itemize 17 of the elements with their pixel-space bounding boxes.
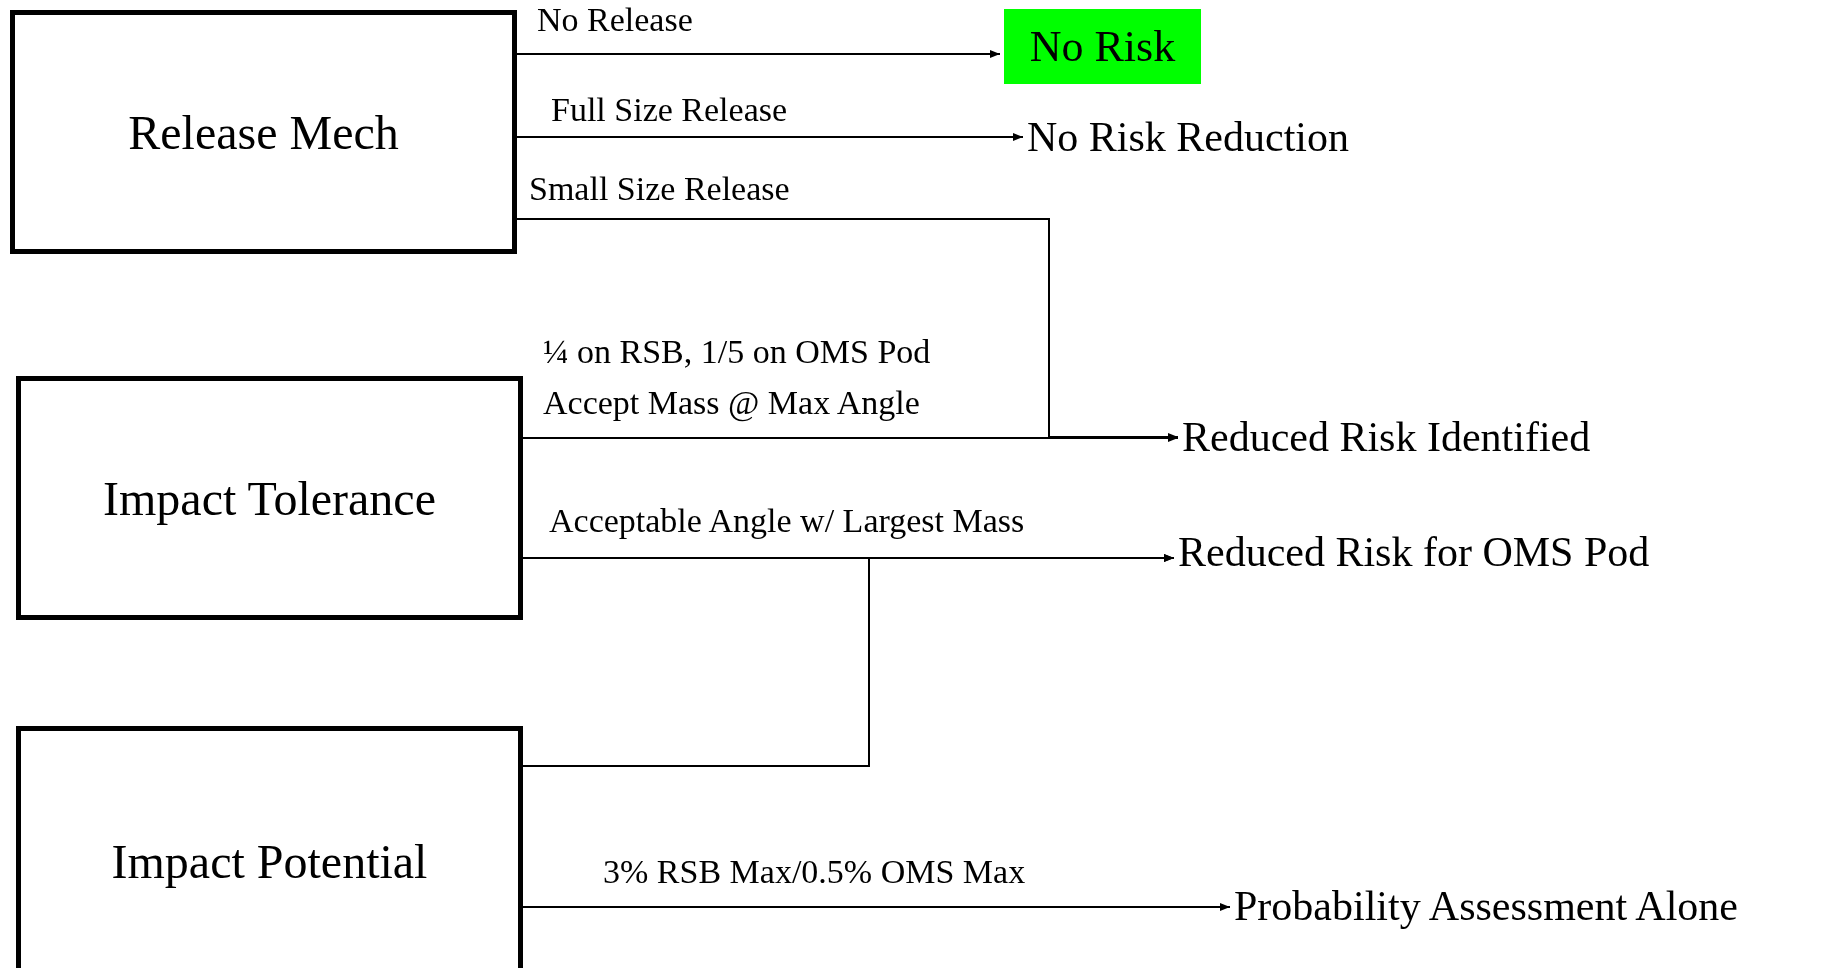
arrow: [522, 554, 1175, 767]
outcome-text: No Risk Reduction: [1027, 112, 1349, 162]
outcome-text: Probability Assessment Alone: [1234, 881, 1738, 931]
box-label: Release Mech: [128, 104, 399, 160]
box-label: Impact Tolerance: [103, 470, 436, 526]
outcome-box: [1004, 9, 1201, 84]
arrow: [516, 50, 1001, 58]
outcome-text: Reduced Risk for OMS Pod: [1178, 527, 1650, 577]
process-box: [16, 376, 523, 620]
arrow: [522, 434, 1179, 442]
process-box: [16, 726, 523, 968]
outcome-text: Reduced Risk Identified: [1182, 412, 1591, 462]
process-box: [10, 10, 517, 254]
arrow: [522, 903, 1231, 911]
arrow: [516, 133, 1024, 141]
box-label: Impact Potential: [111, 833, 428, 889]
box-label: No Risk: [1029, 21, 1176, 72]
